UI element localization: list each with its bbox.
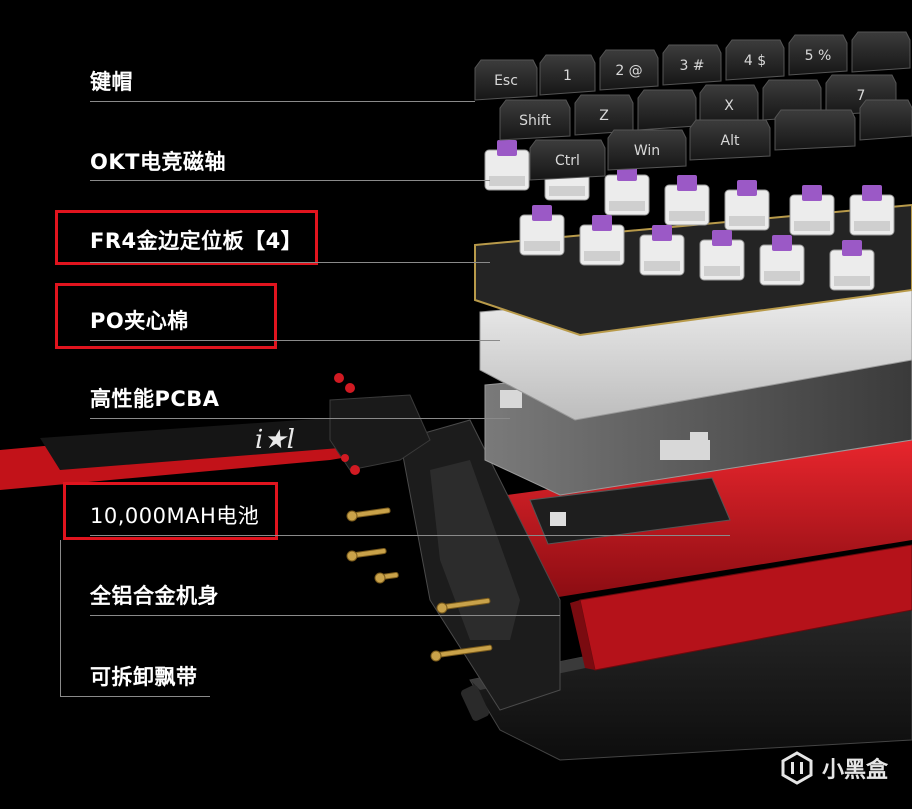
- leader-strap-vertical: [60, 540, 61, 697]
- keycap-legend: Win: [634, 143, 660, 159]
- leader-keycaps: [90, 101, 475, 102]
- leader-strap: [60, 696, 210, 697]
- leader-chassis: [90, 615, 560, 616]
- keycap-legend: 7: [857, 88, 866, 104]
- red-screws: [334, 373, 360, 475]
- switch: [724, 180, 770, 231]
- keycap: 3 #: [662, 44, 722, 86]
- switch: [604, 165, 650, 216]
- watermark-text: 小黑盒: [821, 758, 888, 783]
- keycap: Z: [574, 94, 634, 136]
- keycap: [774, 109, 856, 151]
- leader-pcba: [90, 418, 510, 419]
- rubber-foot: [460, 685, 490, 721]
- keycap-legend: Ctrl: [555, 153, 580, 169]
- keycap: 1: [539, 54, 596, 96]
- keycap-legend: 5 %: [805, 48, 832, 64]
- leader-switches: [90, 180, 490, 181]
- label-keycaps: 键帽: [90, 70, 133, 94]
- label-battery: 10,000MAH电池: [90, 504, 260, 528]
- strap-logo: i★l: [255, 425, 295, 455]
- switch: [849, 185, 895, 236]
- switch: [519, 205, 565, 256]
- battery: [529, 477, 731, 545]
- switch: [579, 215, 625, 266]
- xiaoheihe-logo-icon: [781, 751, 813, 785]
- label-chassis: 全铝合金机身: [90, 584, 219, 608]
- keycap-legend: X: [724, 98, 734, 114]
- keycap: 2 @: [599, 49, 659, 91]
- keycap-legend: Z: [599, 108, 609, 124]
- keycap: Shift: [499, 99, 571, 141]
- highlight-box-plate: [55, 210, 318, 265]
- keycap-legend: 4 $: [744, 53, 766, 69]
- keycap: Esc: [474, 59, 538, 101]
- label-foam: PO夹心棉: [90, 309, 189, 333]
- label-pcba: 高性能PCBA: [90, 387, 220, 411]
- keycap: [637, 89, 697, 131]
- keycap: X: [699, 84, 759, 126]
- switch: [699, 230, 745, 281]
- switch: [639, 225, 685, 276]
- keycap-legend: Esc: [494, 73, 518, 89]
- switch: [664, 175, 710, 226]
- keycap: Ctrl: [529, 139, 606, 181]
- keycap: Alt: [689, 119, 771, 161]
- keycap: [851, 31, 911, 73]
- watermark: 小黑盒: [780, 751, 888, 785]
- detachable-strap: i★l: [0, 394, 431, 490]
- highlight-box-battery: [63, 482, 278, 540]
- leader-battery: [90, 535, 730, 536]
- label-plate: FR4金边定位板【4】: [90, 229, 303, 253]
- switch: [829, 240, 875, 291]
- switch: [789, 185, 835, 236]
- highlight-box-foam: [55, 283, 277, 349]
- keycap: 4 $: [725, 39, 785, 81]
- chassis-end-cap: [399, 419, 561, 711]
- switch: [484, 140, 530, 191]
- keycap-legend: 1: [563, 68, 572, 84]
- keycap: 5 %: [788, 34, 848, 76]
- leader-foam: [90, 340, 500, 341]
- leader-plate: [90, 262, 490, 263]
- keycap-legend: 3 #: [679, 58, 704, 74]
- keycap: Win: [607, 129, 687, 171]
- screws: [346, 507, 493, 662]
- label-strap: 可拆卸飘带: [90, 665, 198, 689]
- label-switches: OKT电竞磁轴: [90, 150, 226, 174]
- keycap-legend: Shift: [519, 113, 551, 129]
- keycap: [859, 99, 912, 141]
- keycap-legend: Alt: [721, 133, 740, 149]
- keycap-legend: 2 @: [615, 63, 642, 79]
- switch: [759, 235, 805, 286]
